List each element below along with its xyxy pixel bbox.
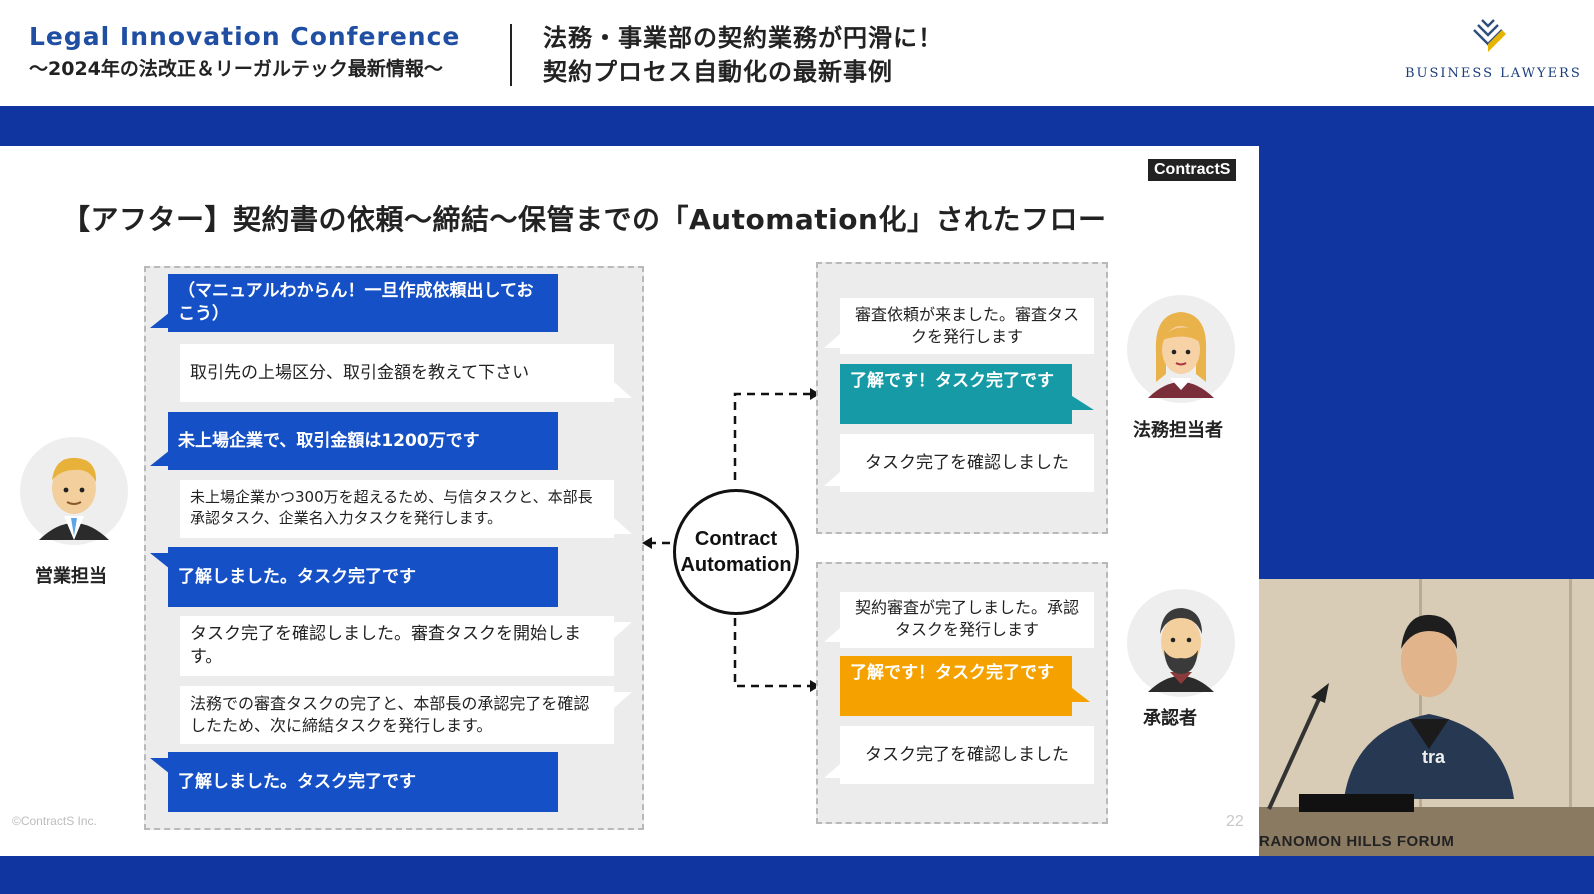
blue-band-right xyxy=(1259,146,1594,579)
system-bubble-1: 取引先の上場区分、取引金額を教えて下さい xyxy=(180,344,614,402)
speaker-shirt-text: tra xyxy=(1422,747,1446,767)
approver-system-bubble-2: タスク完了を確認しました xyxy=(840,726,1094,784)
sales-bubble-2: 未上場企業で、取引金額は1200万です xyxy=(168,412,558,470)
legal-system-bubble-1-tail xyxy=(824,334,840,348)
sales-bubble-1-text: （マニュアルわからん！一旦作成依頼出しておこう） xyxy=(178,281,534,324)
conference-subtitle: 〜2024年の法改正＆リーガルテック最新情報〜 xyxy=(29,58,443,80)
slide-title: 【アフター】契約書の依頼〜締結〜保管までの「Automation化」されたフロー xyxy=(62,203,1107,236)
system-bubble-3: タスク完了を確認しました。審査タスクを開始します。 xyxy=(180,616,614,676)
sales-bubble-4-tail xyxy=(150,758,170,774)
approver-reply-bubble: 了解です！タスク完了です xyxy=(840,656,1072,716)
session-title-line2: 契約プロセス自動化の最新事例 xyxy=(543,58,893,86)
approver-label: 承認者 xyxy=(1143,708,1197,729)
system-bubble-4-tail xyxy=(614,692,632,708)
system-bubble-4: 法務での審査タスクの完了と、本部長の承認完了を確認したため、次に締結タスクを発行… xyxy=(180,686,614,744)
sales-person-label: 営業担当 xyxy=(35,566,107,587)
legal-system-bubble-2-tail xyxy=(824,472,840,486)
node-label-line2: Automation xyxy=(680,554,792,576)
brand-name: BUSINESS LAWYERS xyxy=(1405,66,1582,81)
legal-reply-bubble-tail xyxy=(1072,396,1094,410)
copyright-text: ©ContractS Inc. xyxy=(12,814,97,828)
system-bubble-2: 未上場企業かつ300万を超えるため、与信タスクと、本部長承認タスク、企業名入力タ… xyxy=(180,480,614,538)
sales-bubble-2-text: 未上場企業で、取引金額は1200万です xyxy=(178,430,480,451)
node-label-line1: Contract xyxy=(694,528,778,550)
approver-system-bubble-2-text: タスク完了を確認しました xyxy=(865,744,1069,765)
venue-sign: RANOMON HILLS FORUM xyxy=(1259,833,1455,850)
system-bubble-2-tail xyxy=(614,518,632,534)
conference-header: Legal Innovation Conference 〜2024年の法改正＆リ… xyxy=(0,0,1594,106)
sales-bubble-1-tail xyxy=(150,312,170,328)
system-bubble-3-tail xyxy=(614,622,632,638)
legal-reply-bubble: 了解です！タスク完了です xyxy=(840,364,1072,424)
sales-bubble-3-text: 了解しました。タスク完了です xyxy=(178,566,416,587)
legal-system-bubble-1: 審査依頼が来ました。審査タスクを発行します xyxy=(840,298,1094,354)
system-bubble-1-tail xyxy=(614,382,632,398)
sales-bubble-3: 了解しました。タスク完了です xyxy=(168,547,558,607)
slide-page-number: 22 xyxy=(1226,813,1244,830)
approver-reply-bubble-tail xyxy=(1072,688,1090,702)
approver-system-bubble-2-tail xyxy=(824,764,840,778)
sales-bubble-3-tail xyxy=(150,553,170,569)
legal-system-bubble-1-text: 審査依頼が来ました。審査タスクを発行します xyxy=(854,305,1079,346)
approver-system-bubble-1: 契約審査が完了しました。承認タスクを発行します xyxy=(840,592,1094,648)
automation-flow-connectors xyxy=(642,388,820,692)
speaker-camera-scene: tra xyxy=(1259,579,1594,856)
blue-band-bottom xyxy=(0,856,1594,894)
approver-system-bubble-1-tail xyxy=(824,628,840,642)
system-bubble-3-text: タスク完了を確認しました。審査タスクを開始します。 xyxy=(190,624,581,667)
contract-automation-node: Contract Automation xyxy=(673,489,799,615)
header-divider xyxy=(510,24,512,86)
approver-system-bubble-1-text: 契約審査が完了しました。承認タスクを発行します xyxy=(854,598,1079,639)
system-bubble-1-text: 取引先の上場区分、取引金額を教えて下さい xyxy=(190,362,530,383)
legal-staff-avatar-icon xyxy=(1127,295,1235,403)
legal-system-bubble-2: タスク完了を確認しました xyxy=(840,434,1094,492)
blue-band-top xyxy=(0,106,1594,146)
legal-reply-bubble-text: 了解です！タスク完了です xyxy=(850,371,1054,391)
business-lawyers-logo-icon xyxy=(1473,19,1506,52)
sales-bubble-4: 了解しました。タスク完了です xyxy=(168,752,558,812)
legal-system-bubble-2-text: タスク完了を確認しました xyxy=(865,452,1069,473)
session-title-line1: 法務・事業部の契約業務が円滑に！ xyxy=(543,24,943,52)
conference-title: Legal Innovation Conference xyxy=(29,22,461,51)
presentation-slide: ContractS 【アフター】契約書の依頼〜締結〜保管までの「Automati… xyxy=(0,146,1259,856)
sales-bubble-4-text: 了解しました。タスク完了です xyxy=(178,771,416,792)
speaker-video-inset: tra RANOMON HILLS FORUM xyxy=(1259,579,1594,856)
sales-person-avatar-icon xyxy=(20,437,128,545)
sales-bubble-2-tail xyxy=(150,450,170,466)
approver-avatar-icon xyxy=(1127,589,1235,697)
sales-bubble-1: （マニュアルわからん！一旦作成依頼出しておこう） xyxy=(168,274,558,332)
system-bubble-2-text: 未上場企業かつ300万を超えるため、与信タスクと、本部長承認タスク、企業名入力タ… xyxy=(190,488,593,527)
system-bubble-4-text: 法務での審査タスクの完了と、本部長の承認完了を確認したため、次に締結タスクを発行… xyxy=(190,694,590,735)
approver-reply-bubble-text: 了解です！タスク完了です xyxy=(850,663,1054,683)
contracts-logo: ContractS xyxy=(1148,159,1237,181)
legal-staff-label: 法務担当者 xyxy=(1133,420,1223,441)
